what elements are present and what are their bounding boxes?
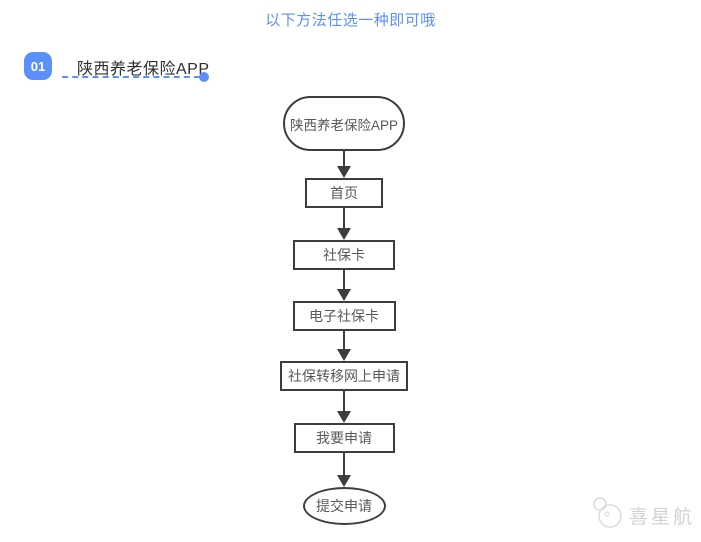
arrow-shaft [342,151,346,166]
flow-node-electronic-social-security-card: 电子社保卡 [292,301,396,331]
arrow-down-icon [336,270,352,301]
flow-node-start-app: 陕西养老保险APP [283,96,405,151]
arrow-head [337,475,351,487]
flow-node-social-security-card: 社保卡 [293,240,395,270]
arrow-shaft [342,270,346,289]
dashed-underline [62,76,200,78]
arrow-shaft [342,208,346,228]
arrow-shaft [342,391,346,411]
arrow-head [337,228,351,240]
flow-node-home: 首页 [305,178,383,208]
flow-node-i-want-to-apply: 我要申请 [293,423,395,453]
watermark-text: 喜星航 [628,507,695,528]
flow-node-transfer-online-application: 社保转移网上申请 [280,361,408,391]
arrow-head [337,349,351,361]
flowchart: 陕西养老保险APP 首页 社保卡 电子社保卡 社保转移网上申请 我要申请 [0,96,688,525]
arrow-down-icon [336,391,352,423]
arrow-down-icon [336,151,352,178]
arrow-down-icon [336,331,352,361]
arrow-shaft [342,331,346,349]
arrow-head [337,289,351,301]
arrow-down-icon [336,453,352,487]
arrow-shaft [342,453,346,475]
underline-end-dot [199,72,209,82]
flow-node-submit-application: 提交申请 [302,487,386,525]
arrow-down-icon [336,208,352,240]
watermark: 喜星航 [591,496,695,535]
arrow-head [337,411,351,423]
circles-logo-icon [591,496,623,535]
arrow-head [337,166,351,178]
section-title: 陕西养老保险APP [77,61,210,78]
section-number-badge: 01 [24,52,52,80]
page-title: 以下方法任选一种即可哦 [265,12,436,29]
